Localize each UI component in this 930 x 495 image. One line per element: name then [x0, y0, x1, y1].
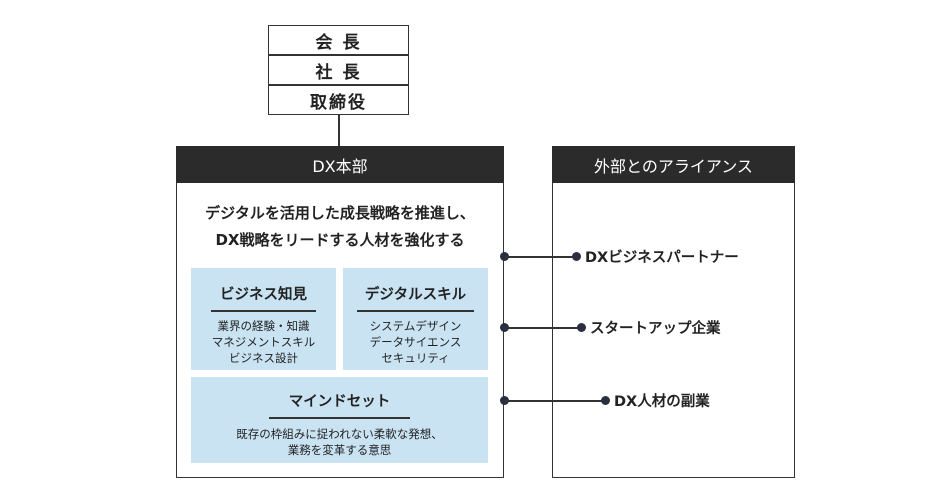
mindset-title: マインドセット: [288, 394, 391, 410]
digital-skill-box: デジタルスキル システムデザイン データサイエンス セキュリティ: [343, 268, 488, 370]
mindset-rule: [269, 417, 410, 419]
digital-skill-items: システムデザイン データサイエンス セキュリティ: [343, 318, 488, 366]
dx-hq-mission: デジタルを活用した成長戦略を推進し、 DX戦略をリードする人材を強化する: [176, 200, 504, 254]
connector-line: [505, 400, 606, 402]
exec-chairman-box: 会 長: [268, 25, 409, 55]
dx-hq-header: DX本部: [176, 146, 504, 183]
list-item: マネジメントスキル: [211, 334, 316, 349]
connector-line: [505, 256, 577, 258]
business-knowledge-box: ビジネス知見 業界の経験・知識 マネジメントスキル ビジネス設計: [191, 268, 336, 370]
mission-line-2: DX戦略をリードする人材を強化する: [215, 231, 465, 249]
external-alliance-panel: [552, 146, 795, 478]
connector-dot-right: [572, 252, 581, 261]
exec-director-box: 取締役: [268, 85, 409, 115]
business-knowledge-title: ビジネス知見: [220, 287, 307, 303]
list-item: システムデザイン: [369, 318, 462, 333]
connector-dot-left: [500, 323, 509, 332]
connector-line: [505, 327, 582, 329]
digital-skill-title: デジタルスキル: [364, 287, 467, 303]
connector-dot-right: [601, 396, 610, 405]
mindset-items: 既存の枠組みに捉われない柔軟な発想、 業務を変革する意思: [191, 426, 488, 458]
list-item: 業界の経験・知識: [217, 318, 310, 333]
connector-dot-left: [500, 252, 509, 261]
digital-skill-rule: [357, 310, 474, 312]
connector-dot-right: [577, 323, 586, 332]
mindset-box: マインドセット 既存の枠組みに捉われない柔軟な発想、 業務を変革する意思: [191, 377, 488, 463]
list-item: ビジネス設計: [229, 350, 298, 365]
business-knowledge-rule: [211, 310, 316, 312]
exec-connector-line: [338, 115, 340, 147]
list-item: 既存の枠組みに捉われない柔軟な発想、: [236, 426, 443, 441]
exec-president-box: 社 長: [268, 55, 409, 85]
external-alliance-header: 外部とのアライアンス: [552, 146, 795, 183]
list-item: データサイエンス: [369, 334, 462, 349]
external-item-dx-partner: DXビジネスパートナー: [585, 250, 739, 266]
list-item: セキュリティ: [381, 350, 450, 365]
list-item: 業務を変革する意思: [287, 442, 392, 457]
external-item-startup: スタートアップ企業: [590, 321, 721, 337]
connector-dot-left: [500, 396, 509, 405]
business-knowledge-items: 業界の経験・知識 マネジメントスキル ビジネス設計: [191, 318, 336, 366]
mission-line-1: デジタルを活用した成長戦略を推進し、: [205, 204, 475, 222]
external-item-dx-side-job: DX人材の副業: [614, 394, 710, 410]
